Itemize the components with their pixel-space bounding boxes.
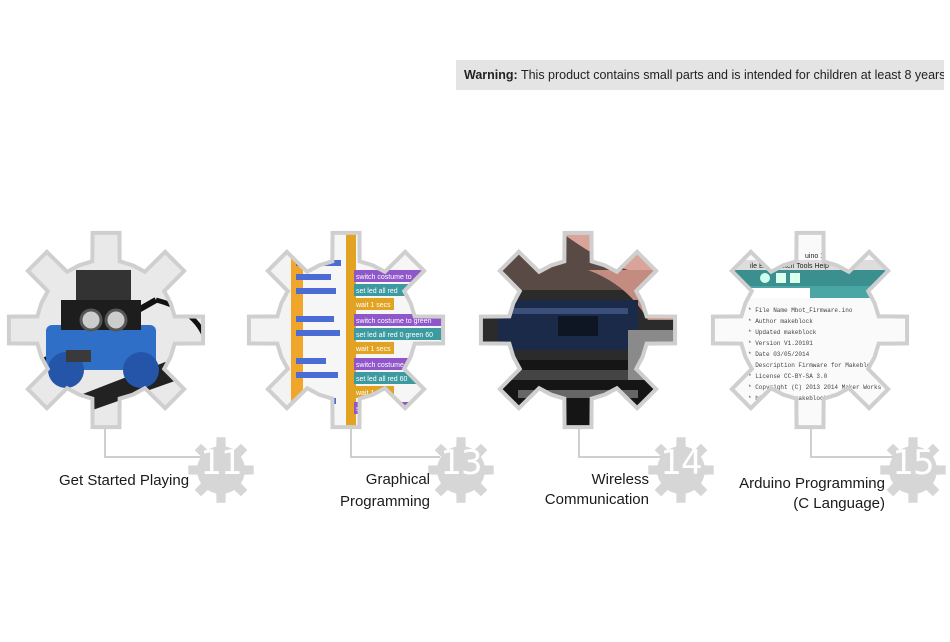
module-number: 13	[440, 443, 482, 483]
svg-text:wait 1 secs: wait 1 secs	[355, 346, 391, 353]
ide-menu: ile Edit Sketch Tools Help	[750, 263, 829, 270]
number-gear-icon	[428, 437, 494, 503]
code-line: * Version V1.20101	[748, 340, 813, 347]
code-line: * Updated makeblock	[748, 329, 817, 336]
warning-text: This product contains small parts and is…	[517, 68, 944, 82]
caption-line-2: Programming	[339, 493, 430, 510]
gear-frame: switch costume to set led all red wait 1…	[246, 230, 446, 430]
svg-text:switch costume to: switch costume to	[356, 362, 412, 369]
code-line: * File Name Mbot_Firmware.ino	[748, 307, 853, 314]
caption-line-1: Wireless	[591, 471, 649, 488]
ide-title: uino 1.0.6	[805, 253, 836, 260]
caption-line-2: (C Language)	[793, 495, 885, 512]
module-number: 11	[200, 443, 242, 483]
module-wireless-communication[interactable]: 14 Wireless Communication	[478, 230, 714, 520]
code-line: * License CC-BY-SA 3.0	[748, 373, 828, 380]
number-gear-icon	[188, 437, 254, 503]
svg-text:wait 1 secs: wait 1 secs	[355, 302, 391, 309]
module-number: 15	[892, 443, 934, 483]
connector-line	[350, 426, 440, 458]
caption-line-2: Communication	[544, 491, 649, 508]
svg-text:set led all red: set led all red	[356, 288, 398, 295]
module-get-started[interactable]: 11 Get Started Playing	[6, 230, 254, 520]
code-line: * Date 03/05/2014	[748, 351, 810, 358]
connector-line	[578, 426, 662, 458]
number-gear-icon	[648, 437, 714, 503]
code-line: * Description Firmware for Makeblock Ele…	[748, 362, 903, 369]
module-arduino-programming[interactable]: ile Edit Sketch Tools Help uino 1.0.6 * …	[710, 230, 946, 520]
code-line: * Author makeblock	[748, 318, 813, 325]
connector-line	[104, 426, 202, 458]
svg-text:switch costume to green: switch costume to green	[356, 318, 432, 325]
caption-line-1: Arduino Programming	[739, 475, 885, 492]
module-number: 14	[660, 443, 702, 483]
caption-line-1: Get Started Playing	[59, 472, 190, 489]
module-caption: Get Started Playing	[59, 471, 189, 491]
warning-banner: Warning: This product contains small par…	[456, 60, 944, 90]
module-graphical-programming[interactable]: switch costume to set led all red wait 1…	[246, 230, 494, 520]
arduino-ide-photo: ile Edit Sketch Tools Help uino 1.0.6 * …	[712, 232, 921, 428]
gear-frame	[6, 230, 206, 430]
code-line: * Copyright (C) 2013 2014 Maker Works Te…	[748, 384, 921, 391]
robot-car-photo	[8, 232, 204, 428]
module-caption: Graphical Programming	[334, 470, 430, 512]
svg-text:set led all red 0 green 60: set led all red 0 green 60	[356, 332, 433, 339]
number-gear-icon	[880, 437, 946, 503]
caption-line-1: Graphical	[365, 471, 430, 488]
module-caption: Arduino Programming (C Language)	[720, 474, 885, 514]
gear-frame	[478, 230, 678, 430]
connector-line	[810, 426, 894, 458]
gear-frame: ile Edit Sketch Tools Help uino 1.0.6 * …	[710, 230, 910, 430]
svg-text:switch costume to: switch costume to	[356, 274, 412, 281]
module-caption: Wireless Communication	[508, 470, 649, 510]
svg-text:set led all red 60: set led all red 60	[356, 376, 407, 383]
warning-label: Warning:	[464, 68, 518, 82]
